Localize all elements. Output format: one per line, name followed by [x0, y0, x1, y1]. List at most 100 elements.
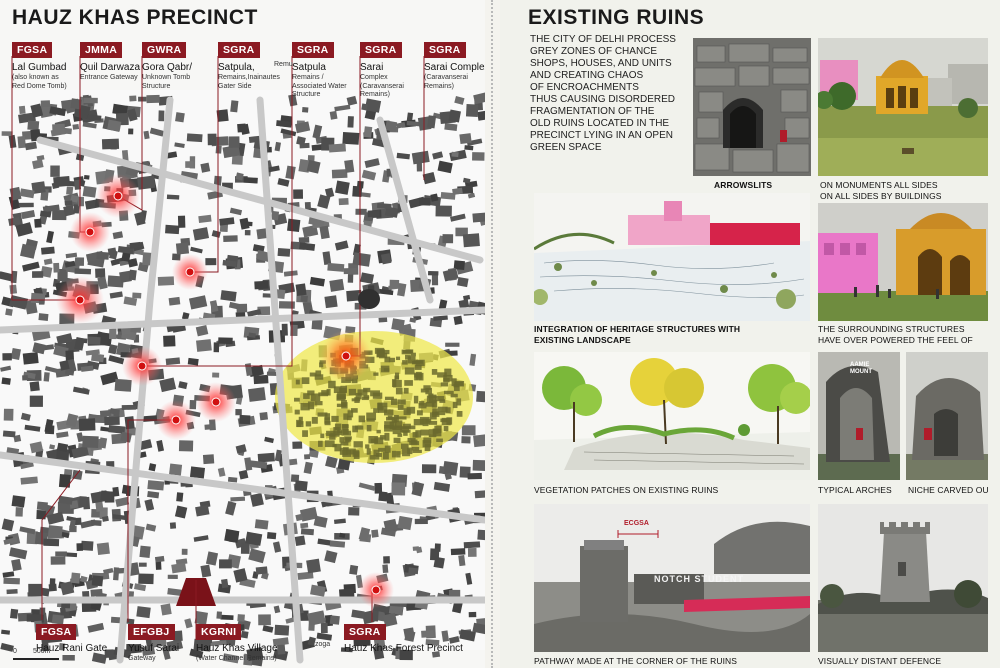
building-block — [458, 299, 470, 309]
building-block — [343, 268, 357, 275]
building-block — [97, 276, 108, 290]
building-block — [389, 279, 400, 289]
building-block — [456, 276, 469, 288]
building-block — [168, 296, 181, 306]
village-building — [423, 385, 431, 391]
building-block — [329, 278, 345, 292]
site-code: KGRNI — [196, 624, 242, 640]
village-building — [355, 425, 364, 430]
building-block — [141, 644, 156, 657]
building-block — [146, 94, 160, 104]
building-block — [161, 645, 171, 660]
hotspot-marker — [211, 397, 221, 407]
building-block — [216, 611, 222, 619]
village-building — [324, 420, 331, 426]
village-building — [378, 352, 388, 359]
village-building — [419, 416, 430, 425]
building-block — [432, 151, 444, 160]
village-building — [404, 367, 415, 375]
village-building — [396, 451, 401, 458]
building-block — [44, 419, 54, 433]
photo-arrowslits — [693, 38, 811, 176]
village-building — [452, 401, 458, 409]
village-building — [294, 409, 300, 415]
village-building — [389, 421, 397, 430]
village-building — [402, 350, 413, 354]
building-block — [20, 476, 38, 485]
photo-monuments — [818, 38, 988, 176]
building-block — [158, 110, 165, 122]
building-block — [266, 532, 277, 540]
building-block — [383, 518, 398, 533]
village-building — [342, 428, 349, 435]
building-block — [43, 344, 55, 351]
building-block — [352, 185, 363, 198]
building-block — [138, 562, 147, 567]
building-block — [63, 204, 75, 217]
village-building — [365, 444, 370, 449]
caption-surrounding-2: HAVE OVER POWERED THE FEEL OF — [818, 335, 973, 345]
village-building — [411, 446, 420, 451]
building-block — [174, 505, 188, 519]
building-block — [228, 136, 240, 148]
building-block — [190, 246, 203, 254]
building-block — [74, 257, 85, 266]
site-name: Sarai — [360, 62, 384, 73]
building-block — [441, 630, 450, 642]
village-building — [374, 437, 384, 445]
site-code: JMMA — [80, 42, 123, 58]
building-block — [236, 303, 248, 313]
building-block — [239, 414, 251, 425]
building-block — [467, 548, 477, 557]
building-block — [67, 358, 77, 373]
building-block — [60, 581, 75, 596]
building-block — [11, 558, 22, 572]
building-block — [79, 575, 88, 583]
building-block — [9, 608, 19, 619]
building-block — [58, 474, 71, 488]
building-block — [277, 177, 290, 187]
building-block — [82, 121, 97, 129]
building-block — [72, 386, 90, 395]
village-building — [429, 412, 437, 420]
building-block — [422, 171, 436, 185]
site-name: Gora Qabr/ — [142, 62, 193, 73]
village-building — [445, 407, 451, 414]
building-block — [70, 194, 79, 203]
caption-arrowslits: ARROWSLITS — [714, 180, 773, 190]
building-block — [66, 186, 74, 195]
village-building — [384, 409, 394, 416]
building-block — [20, 243, 37, 259]
building-block — [1, 377, 11, 385]
building-block — [0, 365, 12, 372]
building-block — [124, 416, 135, 430]
building-block — [462, 177, 471, 184]
building-block — [121, 149, 129, 162]
site-code: FGSA — [12, 42, 53, 58]
village-building — [413, 418, 424, 426]
building-block — [109, 408, 118, 415]
site-code: SGRA — [424, 42, 466, 58]
building-block — [137, 175, 156, 190]
building-block — [216, 109, 229, 122]
village-building — [413, 360, 423, 364]
building-block — [299, 242, 316, 251]
heritage-hotspots — [56, 174, 394, 608]
building-block — [38, 313, 49, 321]
building-block — [427, 115, 437, 129]
building-block — [329, 110, 338, 120]
site-name: Hauz Rani Gate — [36, 643, 108, 654]
building-block — [415, 546, 423, 554]
building-block — [452, 187, 463, 196]
building-block — [451, 600, 463, 614]
building-block — [73, 204, 80, 214]
building-block — [177, 215, 186, 228]
hotspot-marker — [137, 361, 147, 371]
building-block — [18, 105, 26, 115]
building-block — [211, 230, 221, 238]
building-block — [87, 336, 101, 345]
building-block — [195, 504, 210, 517]
building-block — [176, 492, 184, 502]
village-building — [393, 379, 402, 388]
